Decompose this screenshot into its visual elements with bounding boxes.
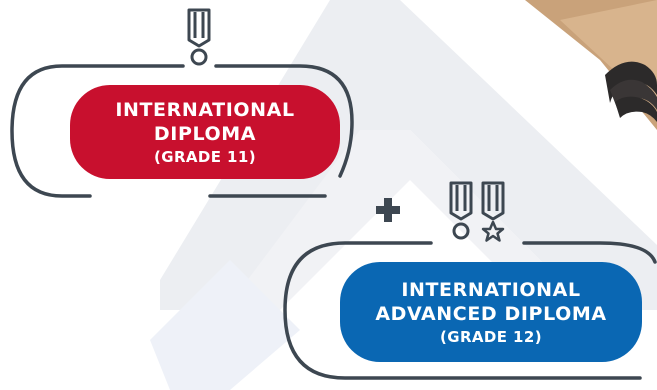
diploma-title-line2: DIPLOMA	[153, 122, 257, 145]
international-advanced-diploma-badge: INTERNATIONAL ADVANCED DIPLOMA (GRADE 12…	[340, 262, 642, 362]
wooden-corner-image	[525, 0, 657, 130]
diploma-title-line1: INTERNATIONAL	[115, 98, 295, 121]
international-diploma-badge: INTERNATIONAL DIPLOMA (GRADE 11)	[70, 85, 340, 179]
diploma-grade: (GRADE 11)	[154, 147, 256, 166]
advanced-diploma-title-line1: INTERNATIONAL	[401, 278, 581, 301]
advanced-diploma-title-line2: ADVANCED DIPLOMA	[375, 302, 607, 325]
advanced-diploma-grade: (GRADE 12)	[440, 327, 542, 346]
